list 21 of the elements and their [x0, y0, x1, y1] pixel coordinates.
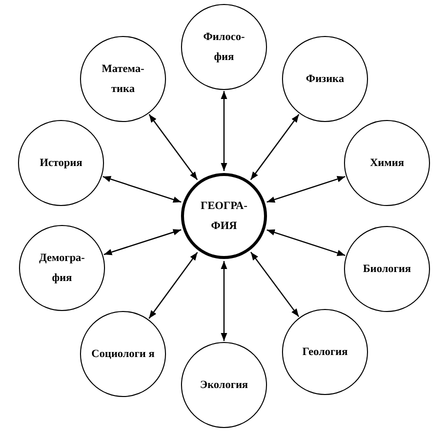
topic-label: Физика: [304, 72, 346, 87]
double-arrow: [250, 114, 300, 180]
double-arrow: [102, 176, 182, 203]
topic-label: Социологи я: [91, 347, 155, 362]
double-arrow: [104, 229, 182, 256]
topic-label: Филосо- фия: [202, 30, 246, 65]
double-arrow: [220, 91, 228, 171]
topic-label: Экология: [199, 378, 249, 393]
double-arrow: [220, 261, 228, 341]
topic-label: Демогра- фия: [38, 251, 86, 286]
double-arrow: [148, 114, 198, 180]
double-arrow: [148, 252, 198, 319]
topic-label: Биология: [362, 262, 412, 277]
topic-label: История: [38, 156, 84, 171]
double-arrow: [250, 252, 300, 318]
topic-label: Химия: [368, 156, 406, 171]
topic-label: Матема- тика: [100, 62, 146, 97]
topic-label: Геология: [301, 345, 349, 360]
double-arrow: [266, 229, 346, 256]
double-arrow: [266, 176, 346, 203]
topic-label: ГЕОГРА- ФИЯ: [200, 199, 248, 234]
